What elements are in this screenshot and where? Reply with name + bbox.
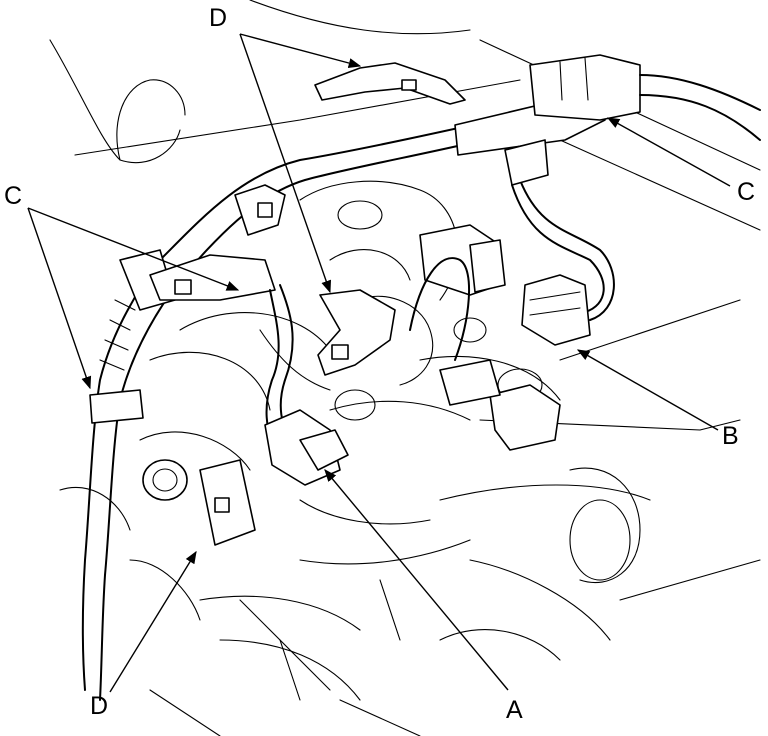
ground-bracket-upper <box>314 62 466 105</box>
sensor-b <box>504 139 615 346</box>
sensor-a <box>264 284 349 486</box>
callout-b: B <box>722 422 739 450</box>
ground-bracket-middle <box>317 289 396 376</box>
callout-c-left: C <box>4 182 22 210</box>
callout-a: A <box>506 696 523 724</box>
middle-connectors <box>409 224 561 451</box>
main-wire-harness <box>81 109 546 701</box>
connector-c-left <box>149 184 286 301</box>
callout-d-top: D <box>209 4 227 32</box>
engine-background <box>49 0 761 736</box>
leader-lines <box>27 33 731 693</box>
ground-bracket-lower <box>142 459 256 546</box>
callout-c-right: C <box>737 178 755 206</box>
connector-c-right <box>454 54 761 156</box>
callout-d-bottom: D <box>90 692 108 720</box>
